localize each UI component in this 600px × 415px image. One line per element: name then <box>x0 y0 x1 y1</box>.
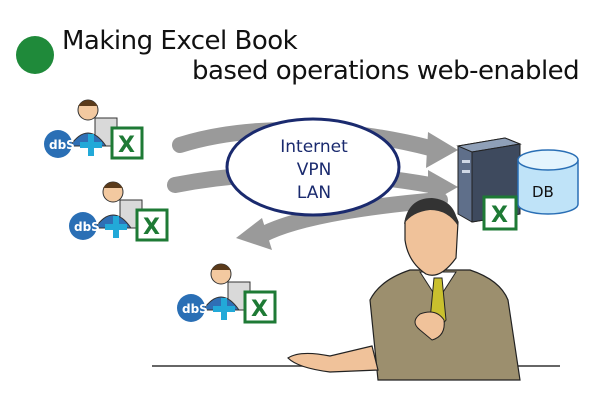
server-excel-icon: X <box>482 195 518 231</box>
network-label-lan: LAN <box>296 183 332 203</box>
svg-text:dbS: dbS <box>182 302 208 316</box>
network-ellipse <box>225 117 401 217</box>
green-bullet-icon <box>16 36 54 74</box>
client-station-1: dbS X <box>44 99 144 160</box>
db-label: DB <box>532 183 554 201</box>
svg-text:dbS: dbS <box>74 220 100 234</box>
title-line-2: based operations web-enabled <box>192 56 580 86</box>
network-label-internet: Internet <box>280 137 348 157</box>
presenter-figure <box>287 198 521 381</box>
svg-text:X: X <box>118 133 135 158</box>
svg-text:X: X <box>251 297 268 322</box>
client-station-2: dbS X <box>69 181 169 242</box>
svg-text:X: X <box>491 203 508 228</box>
client-station-3: dbS X <box>177 263 277 324</box>
network-label-vpn: VPN <box>296 160 332 180</box>
svg-text:dbS: dbS <box>49 138 75 152</box>
title-line-1: Making Excel Book <box>62 26 298 56</box>
svg-text:X: X <box>143 215 160 240</box>
database-icon <box>517 149 579 215</box>
